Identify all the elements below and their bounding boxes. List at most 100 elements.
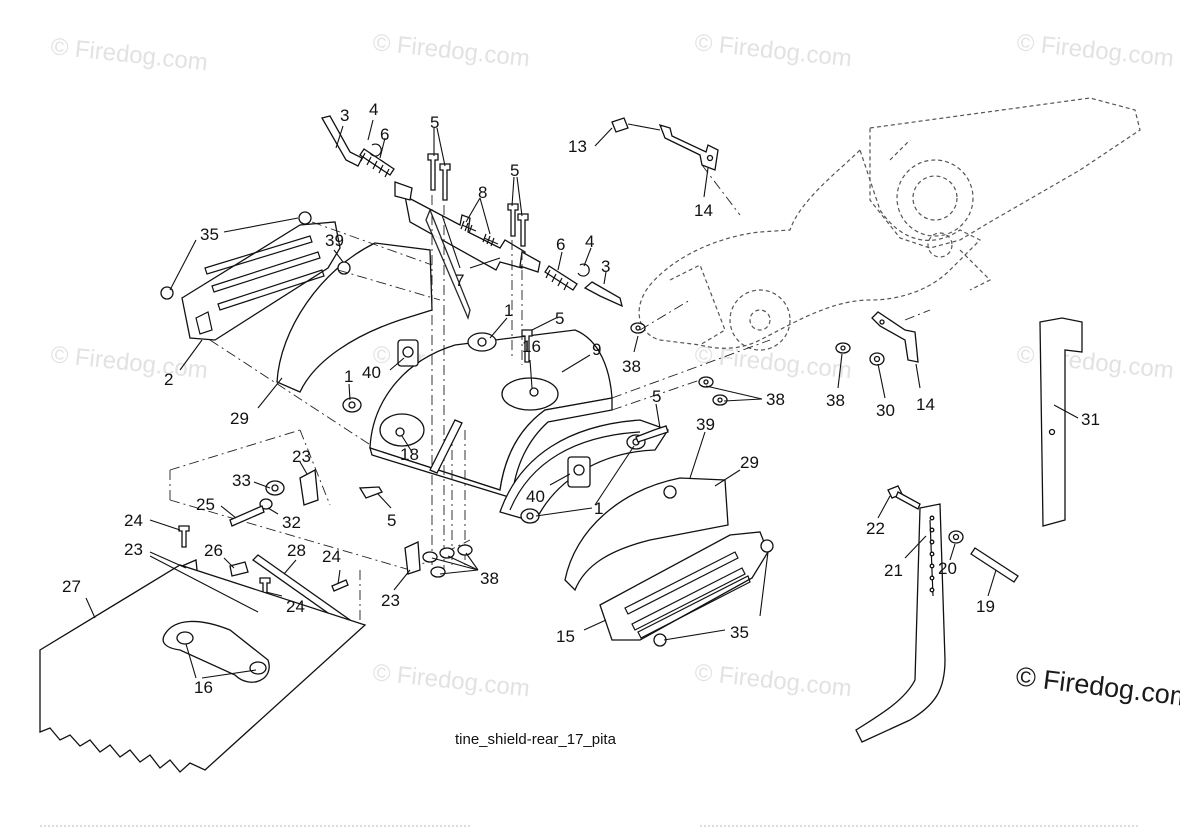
bolt (611, 117, 661, 133)
callout-39: 39 (696, 415, 715, 434)
linkage-bracket (394, 181, 541, 321)
callout-38: 38 (766, 390, 785, 409)
watermark: © Firedog.com (1015, 29, 1175, 72)
callout-14: 14 (694, 201, 713, 220)
hinge (567, 456, 591, 488)
transmission-housing (638, 97, 1141, 351)
diagram-caption: tine_shield-rear_17_pita (455, 731, 617, 748)
callout-24: 24 (286, 597, 305, 616)
side-plate-right (599, 531, 774, 647)
hinge (397, 339, 419, 367)
hex-nut-group (422, 544, 473, 578)
callout-5: 5 (510, 161, 519, 180)
rubber-bumper (520, 508, 540, 524)
callout-3: 3 (340, 106, 349, 125)
depth-stake (855, 503, 946, 743)
watermark: © Firedog.com (371, 659, 531, 702)
callout-14: 14 (916, 395, 935, 414)
depth-pin-washer (948, 530, 964, 544)
callout-13: 13 (568, 137, 587, 156)
callout-5: 5 (387, 511, 396, 530)
watermark: © Firedog.com (1015, 341, 1175, 384)
callout-24: 24 (322, 547, 341, 566)
callout-labels: 3 4 6 5 5 8 7 6 4 3 35 39 2 29 40 1 1 5 … (62, 100, 1100, 697)
callout-40: 40 (526, 487, 545, 506)
depth-pin (970, 547, 1019, 583)
leader-lines (85, 119, 1079, 679)
callout-39: 39 (325, 231, 344, 250)
callout-26: 26 (204, 541, 223, 560)
callout-5: 5 (430, 113, 439, 132)
callout-38: 38 (826, 391, 845, 410)
callout-2: 2 (164, 370, 173, 389)
callout-29: 29 (740, 453, 759, 472)
callout-31: 31 (1081, 410, 1100, 429)
assembly-centerlines (169, 164, 931, 626)
callout-21: 21 (884, 561, 903, 580)
side-plate-left (160, 211, 341, 341)
callout-6: 6 (380, 125, 389, 144)
callout-19: 19 (976, 597, 995, 616)
hinge-pin (229, 505, 265, 527)
callout-23: 23 (124, 540, 143, 559)
callout-30: 30 (876, 401, 895, 420)
callout-7: 7 (455, 271, 464, 290)
flap-clip (229, 561, 249, 577)
callout-6: 6 (556, 235, 565, 254)
callout-25: 25 (196, 495, 215, 514)
depth-bar-guide (1039, 317, 1083, 527)
callout-4: 4 (585, 232, 594, 251)
callout-5: 5 (555, 309, 564, 328)
callout-5: 5 (652, 387, 661, 406)
mounting-bracket-lower (871, 311, 919, 363)
hex-nut (698, 376, 714, 388)
callout-23: 23 (381, 591, 400, 610)
callout-20: 20 (938, 559, 957, 578)
hex-nut (835, 342, 851, 354)
callout-9: 9 (592, 340, 601, 359)
callout-27: 27 (62, 577, 81, 596)
callout-35: 35 (200, 225, 219, 244)
watermark: © Firedog.com (49, 33, 209, 76)
callout-33: 33 (232, 471, 251, 490)
callout-38: 38 (622, 357, 641, 376)
extension-spring (460, 220, 499, 247)
callout-35: 35 (730, 623, 749, 642)
callout-16: 16 (194, 678, 213, 697)
rubber-bumper (342, 397, 362, 413)
watermark: © Firedog.com (371, 29, 531, 72)
callout-15: 15 (556, 627, 575, 646)
compression-spring (359, 148, 578, 291)
callout-38: 38 (480, 569, 499, 588)
lock-nut (259, 498, 273, 510)
carriage-bolt (358, 153, 669, 499)
callout-40: 40 (362, 363, 381, 382)
hairpin-clip (369, 143, 590, 277)
hex-nut (630, 322, 646, 334)
callout-1: 1 (594, 499, 603, 518)
callout-1: 1 (344, 367, 353, 386)
callout-8: 8 (478, 183, 487, 202)
spacer (429, 419, 463, 474)
callout-23: 23 (292, 447, 311, 466)
watermark: © Firedog.com (693, 29, 853, 72)
callout-22: 22 (866, 519, 885, 538)
rubber-flap (39, 564, 367, 773)
lock-washer (869, 352, 885, 366)
side-shield-left (276, 242, 433, 393)
callout-28: 28 (287, 541, 306, 560)
side-shield-right (564, 477, 729, 592)
callout-24: 24 (124, 511, 143, 530)
callout-4: 4 (369, 100, 378, 119)
callout-29: 29 (230, 409, 249, 428)
callout-32: 32 (282, 513, 301, 532)
watermark: © Firedog.com (693, 659, 853, 702)
callout-1: 1 (504, 301, 513, 320)
callout-16: 16 (522, 337, 541, 356)
depth-bolt (887, 485, 921, 510)
flat-washer (265, 480, 285, 496)
corner-watermark: © Firedog.com (1014, 661, 1180, 712)
hex-nut (712, 394, 728, 406)
callout-18: 18 (400, 445, 419, 464)
